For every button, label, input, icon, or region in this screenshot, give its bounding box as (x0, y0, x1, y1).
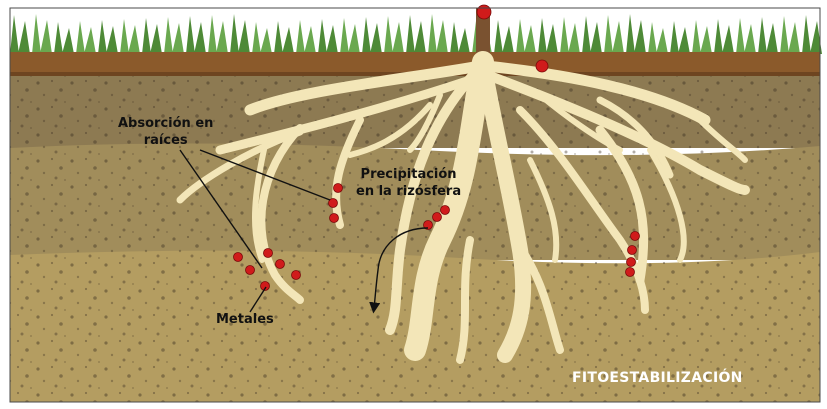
metal-particle (234, 253, 243, 262)
metal-particle (631, 232, 640, 241)
metal-particle (246, 266, 255, 275)
metal-particle (334, 184, 343, 193)
label-precipitation-line1: Precipitación (356, 166, 461, 183)
metal-particle (626, 268, 635, 277)
metal-particle (433, 213, 442, 222)
diagram-title: FITOESTABILIZACIÓN (572, 370, 743, 386)
metal-particle (264, 249, 273, 258)
metal-particle (441, 206, 450, 215)
metal-particle (628, 246, 637, 255)
metal-particle (627, 258, 636, 267)
label-absorption-in-roots: Absorción en raíces (118, 115, 213, 149)
label-precipitation-line2: en la rizósfera (356, 183, 461, 200)
metal-particle (292, 271, 301, 280)
label-metals: Metales (216, 311, 274, 328)
metal-particle (276, 260, 285, 269)
label-rhizosphere-precipitation: Precipitación en la rizósfera (356, 166, 461, 200)
metal-particle (477, 5, 491, 19)
label-absorption-line2: raíces (118, 132, 213, 149)
metal-particle (330, 214, 339, 223)
label-absorption-line1: Absorción en (118, 115, 213, 132)
metal-particle (536, 60, 548, 72)
